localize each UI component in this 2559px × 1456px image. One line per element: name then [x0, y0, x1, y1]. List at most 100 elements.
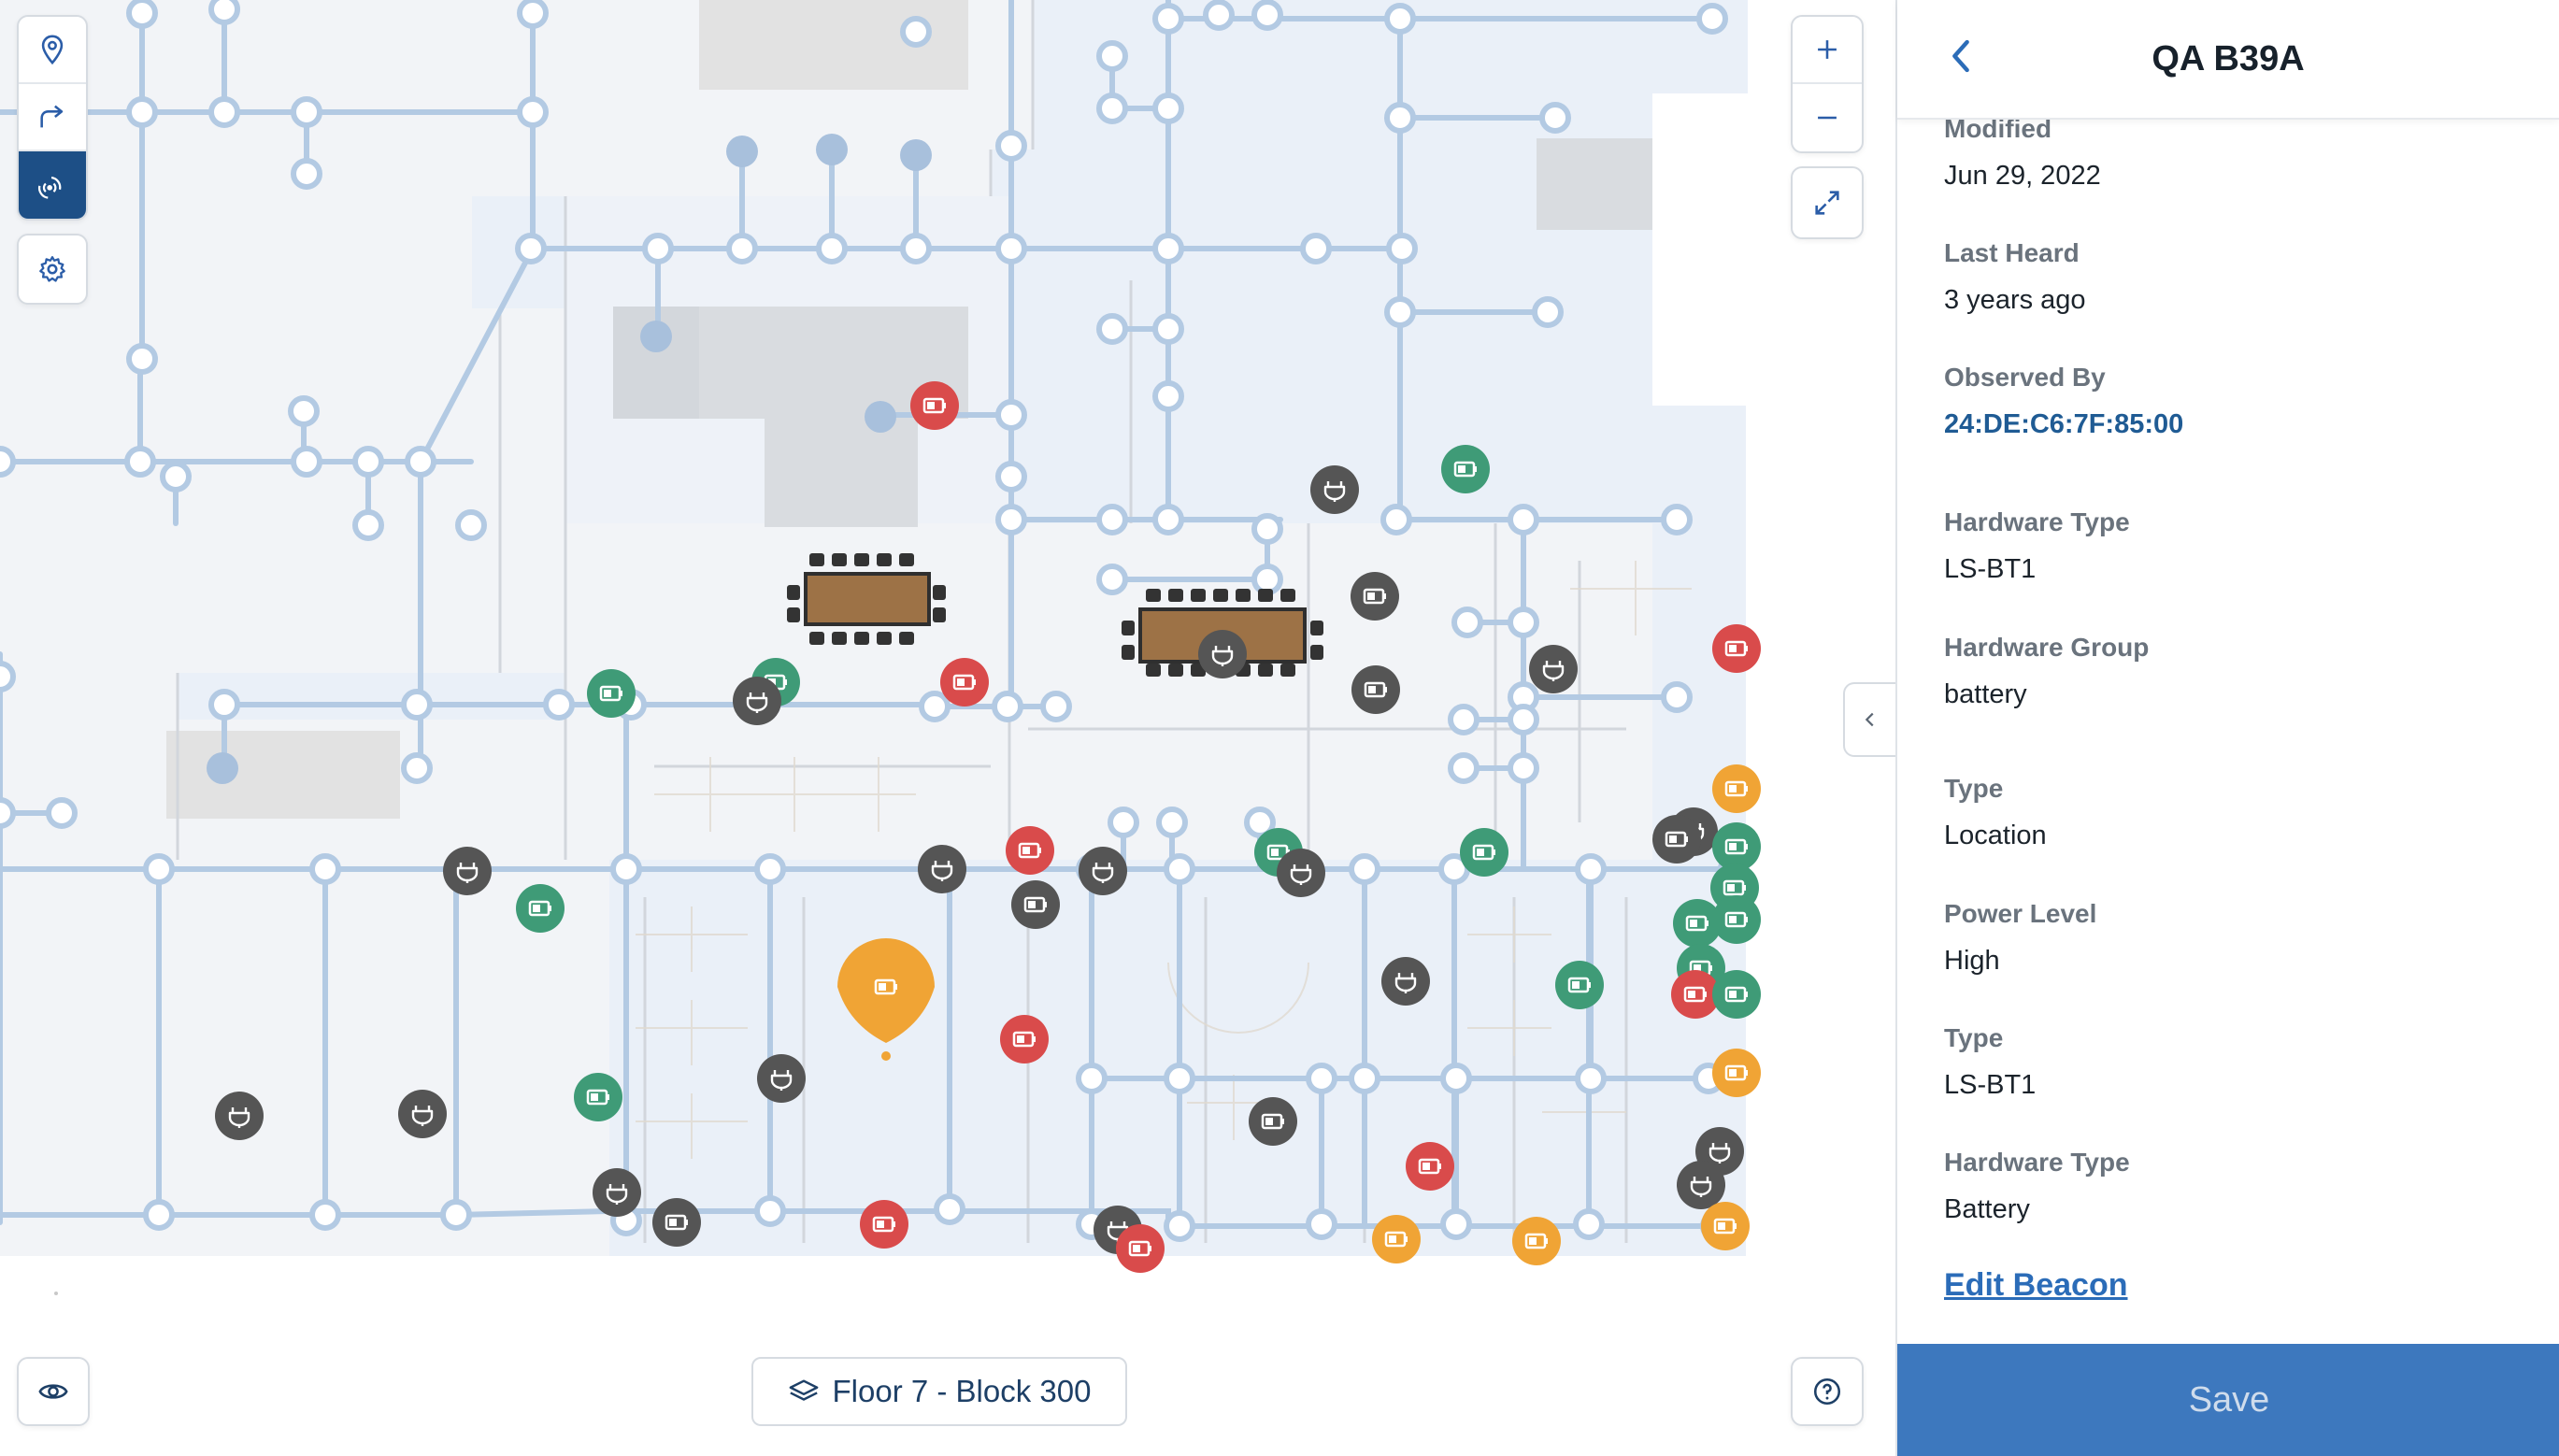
battery-icon — [586, 1089, 609, 1106]
field-value: Battery — [1944, 1194, 2030, 1224]
plug-icon — [1394, 973, 1417, 993]
beacon-marker-orange[interactable] — [1712, 1049, 1761, 1097]
location-tool-button[interactable] — [19, 17, 86, 84]
floor-map[interactable]: Floor 7 - Block 300 — [0, 0, 1895, 1456]
help-button[interactable] — [1793, 1359, 1862, 1424]
beacon-marker-red[interactable] — [1671, 970, 1720, 1019]
beacon-marker-green[interactable] — [574, 1073, 622, 1121]
fullscreen-button[interactable] — [1793, 168, 1862, 237]
beacon-marker-green[interactable] — [516, 884, 565, 933]
beacon-marker-red[interactable] — [1006, 826, 1054, 875]
path-node — [1164, 1063, 1195, 1094]
beacon-marker-gray[interactable] — [757, 1054, 806, 1103]
selected-beacon-marker[interactable] — [837, 938, 935, 1061]
path-node — [1152, 233, 1184, 264]
battery-icon — [1665, 831, 1688, 848]
path-node — [455, 509, 487, 541]
beacon-marker-red[interactable] — [1406, 1142, 1454, 1191]
beacon-marker-orange[interactable] — [1372, 1215, 1421, 1263]
battery-icon — [1723, 879, 1746, 896]
zoom-in-button[interactable] — [1793, 17, 1862, 84]
battery-icon — [1713, 1218, 1737, 1235]
path-node — [1696, 3, 1728, 35]
beacon-marker-gray[interactable] — [1079, 847, 1127, 895]
path-node — [1203, 0, 1235, 31]
beacon-marker-green[interactable] — [1712, 822, 1761, 871]
settings-button[interactable] — [19, 236, 86, 303]
chair — [1122, 621, 1135, 635]
beacon-marker-gray[interactable] — [733, 677, 781, 725]
path-node — [1096, 40, 1128, 72]
beacon-marker-orange[interactable] — [1701, 1202, 1750, 1250]
path-node — [754, 853, 786, 885]
edit-beacon-link[interactable]: Edit Beacon — [1944, 1267, 2128, 1303]
path-node — [0, 661, 16, 692]
plug-icon — [931, 861, 953, 881]
beacon-marker-gray[interactable] — [443, 847, 492, 895]
chair — [1236, 589, 1251, 602]
beacon-marker-gray[interactable] — [1677, 1161, 1725, 1209]
path-node — [1040, 691, 1072, 722]
beacon-marker-green[interactable] — [1712, 895, 1761, 944]
save-button[interactable]: Save — [1897, 1344, 2559, 1456]
beacon-marker-gray[interactable] — [1310, 465, 1359, 514]
battery-icon — [528, 900, 551, 917]
battery-icon — [952, 674, 976, 691]
beacon-marker-gray[interactable] — [918, 845, 966, 893]
beacon-marker-gray[interactable] — [398, 1090, 447, 1138]
map-tool-group — [17, 15, 88, 221]
chair — [1191, 589, 1206, 602]
beacon-marker-gray[interactable] — [1381, 957, 1430, 1006]
field-observed-by: Observed By 24:DE:C6:7F:85:00 — [1944, 363, 2183, 440]
field-label: Hardware Group — [1944, 633, 2150, 662]
beacon-marker-green[interactable] — [1441, 445, 1490, 493]
beacon-marker-green[interactable] — [1712, 970, 1761, 1019]
beacon-marker-gray[interactable] — [1277, 849, 1325, 897]
beacon-marker-gray[interactable] — [1198, 630, 1247, 678]
beacon-marker-gray[interactable] — [1011, 880, 1060, 929]
visibility-button[interactable] — [19, 1359, 88, 1424]
path-node — [126, 96, 158, 128]
beacon-marker-gray[interactable] — [593, 1168, 641, 1217]
route-tool-button[interactable] — [19, 84, 86, 151]
beacon-marker-orange[interactable] — [1512, 1217, 1561, 1265]
path-node — [208, 0, 240, 25]
beacon-marker-red[interactable] — [1712, 624, 1761, 673]
beacon-tool-button[interactable] — [19, 151, 86, 219]
beacon-marker-green[interactable] — [587, 669, 636, 718]
beacon-marker-gray[interactable] — [652, 1198, 701, 1247]
beacon-marker-gray[interactable] — [1652, 815, 1701, 864]
zoom-out-button[interactable] — [1793, 84, 1862, 151]
beacon-marker-red[interactable] — [860, 1200, 908, 1249]
beacon-markers[interactable] — [215, 381, 1761, 1273]
plug-icon — [770, 1070, 793, 1091]
map-dot — [54, 1292, 58, 1295]
beacon-marker-red[interactable] — [1116, 1224, 1165, 1273]
beacon-marker-gray[interactable] — [215, 1092, 264, 1140]
beacon-marker-red[interactable] — [1000, 1015, 1049, 1063]
path-node — [1661, 504, 1693, 535]
floor-selector-button[interactable]: Floor 7 - Block 300 — [751, 1357, 1127, 1426]
layers-icon — [789, 1379, 818, 1401]
plug-icon — [1690, 1177, 1712, 1197]
back-button[interactable] — [1933, 28, 1989, 84]
path-node — [995, 399, 1027, 431]
battery-icon — [1724, 838, 1748, 855]
observed-by-link[interactable]: 24:DE:C6:7F:85:00 — [1944, 409, 2184, 439]
beacon-marker-orange[interactable] — [1712, 764, 1761, 813]
field-value: battery — [1944, 679, 2027, 709]
collapse-panel-button[interactable] — [1843, 682, 1895, 757]
settings-button-group — [17, 234, 88, 305]
beacon-marker-green[interactable] — [1460, 828, 1508, 877]
beacon-marker-red[interactable] — [910, 381, 959, 430]
beacon-marker-green[interactable] — [1673, 899, 1722, 948]
beacon-marker-gray[interactable] — [1351, 665, 1400, 714]
beacon-marker-gray[interactable] — [1529, 645, 1578, 693]
beacon-marker-red[interactable] — [940, 658, 989, 707]
path-node — [1384, 3, 1416, 35]
beacon-marker-green[interactable] — [1555, 961, 1604, 1009]
path-node — [1251, 513, 1283, 545]
floor-plan[interactable] — [0, 0, 1895, 1456]
beacon-marker-gray[interactable] — [1249, 1097, 1297, 1146]
beacon-marker-gray[interactable] — [1351, 572, 1399, 621]
